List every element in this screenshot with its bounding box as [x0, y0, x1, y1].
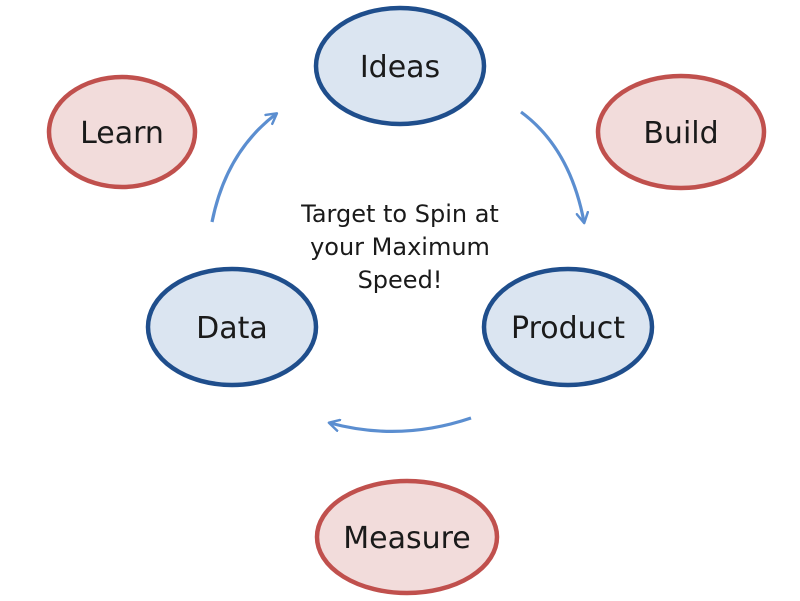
node-data-label: Data: [196, 311, 268, 346]
center-caption: Target to Spin at your Maximum Speed!: [280, 198, 520, 297]
node-ideas-label: Ideas: [360, 50, 440, 85]
node-data: Data: [145, 266, 319, 388]
node-product-label: Product: [511, 311, 625, 346]
node-learn-label: Learn: [80, 116, 164, 151]
node-build: Build: [595, 73, 767, 191]
node-product: Product: [481, 266, 655, 388]
node-measure: Measure: [314, 478, 500, 596]
node-learn: Learn: [46, 74, 198, 190]
arrow-data-to-ideas: [210, 114, 276, 223]
center-caption-line-2: your Maximum: [310, 233, 490, 261]
node-build-label: Build: [643, 116, 718, 151]
arrow-product-to-data: [330, 416, 472, 433]
center-caption-line-1: Target to Spin at: [301, 200, 499, 228]
node-measure-label: Measure: [343, 521, 471, 556]
node-ideas: Ideas: [313, 5, 487, 127]
center-caption-line-3: Speed!: [357, 266, 443, 294]
arrow-ideas-to-product: [520, 110, 584, 222]
